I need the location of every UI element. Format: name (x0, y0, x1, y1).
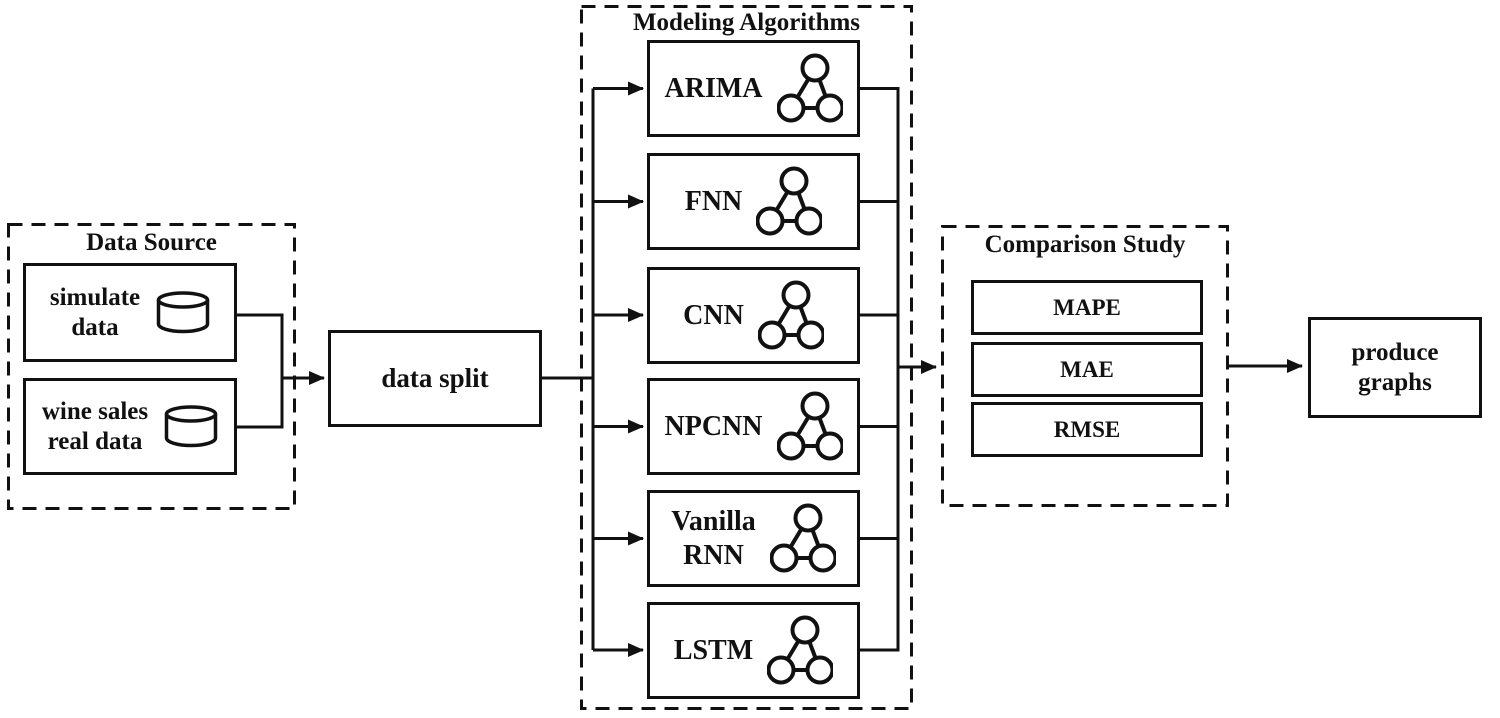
network-icon (776, 53, 843, 122)
node-label: data split (381, 362, 489, 393)
data-source-group: Data Source simulate data wine sales rea… (7, 223, 296, 510)
dashed-border (941, 225, 1229, 507)
node-vanilla-rnn: Vanilla RNN (647, 490, 860, 587)
node-arima: ARIMA (647, 40, 860, 137)
dashed-border-rect (7, 223, 296, 510)
node-label: MAPE (1053, 294, 1121, 320)
group-title-modeling-algorithms: Modeling Algorithms (632, 9, 861, 36)
dashed-border (580, 5, 913, 710)
group-title-comparison-study: Comparison Study (984, 231, 1186, 258)
node-label: simulate data (49, 284, 141, 341)
node-label: FNN (684, 185, 743, 217)
dashed-border-rect (580, 5, 913, 710)
node-fnn: FNN (647, 153, 860, 250)
node-lstm: LSTM (647, 602, 860, 699)
node-label: NPCNN (664, 410, 763, 442)
node-label: LSTM (673, 634, 754, 666)
node-produce-graphs: produce graphs (1308, 317, 1482, 418)
group-title-data-source: Data Source (86, 229, 217, 256)
node-label: wine sales real data (41, 398, 149, 455)
network-icon (767, 615, 834, 684)
node-label: produce graphs (1351, 339, 1439, 396)
node-label: RMSE (1053, 416, 1121, 442)
node-npcnn: NPCNN (647, 378, 860, 475)
node-label: Vanilla RNN (671, 506, 756, 571)
node-mape: MAPE (971, 280, 1203, 335)
node-mae: MAE (971, 342, 1203, 397)
network-icon (757, 280, 824, 349)
dashed-border (7, 223, 296, 510)
node-data-split: data split (328, 330, 542, 427)
node-cnn: CNN (647, 267, 860, 364)
database-icon (164, 404, 218, 447)
network-icon (756, 166, 823, 235)
network-icon (776, 391, 843, 460)
database-icon (156, 290, 210, 333)
dashed-border-rect (941, 225, 1229, 507)
modeling-algorithms-group: Modeling Algorithms ARIMA FNN (580, 5, 913, 710)
comparison-study-group: Comparison Study MAPE MAE RMSE (941, 225, 1229, 507)
node-rmse: RMSE (971, 402, 1203, 457)
node-label: ARIMA (664, 72, 763, 104)
node-label: MAE (1060, 356, 1114, 382)
node-label: CNN (683, 299, 744, 331)
node-wine-sales-real-data: wine sales real data (23, 378, 237, 475)
node-simulate-data: simulate data (23, 263, 237, 362)
network-icon (769, 503, 836, 572)
